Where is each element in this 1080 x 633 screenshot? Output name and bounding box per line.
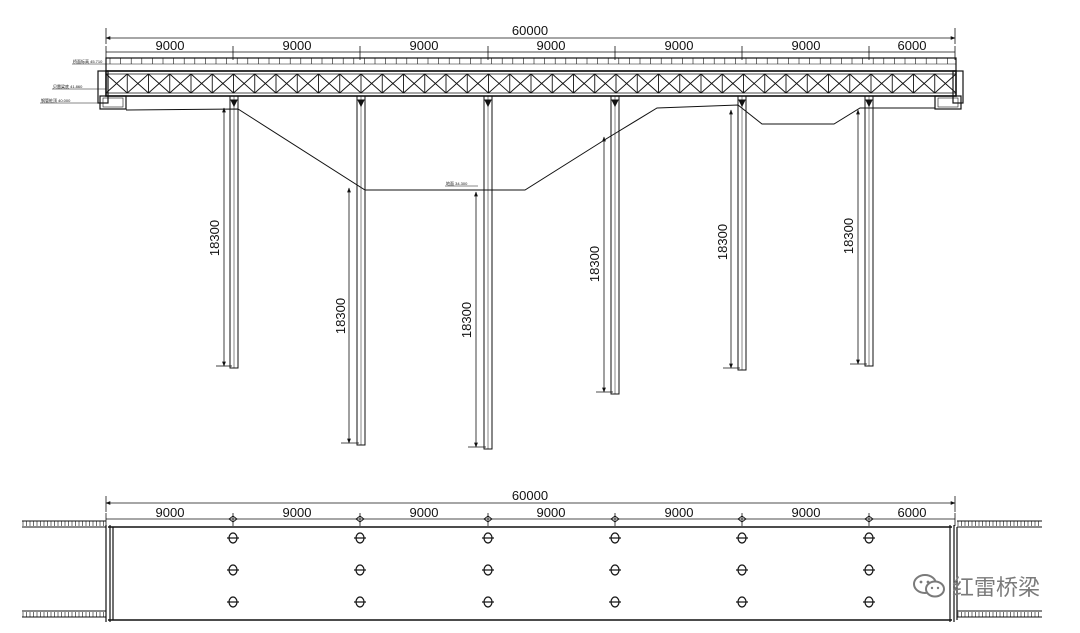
truss-diagonal	[148, 73, 171, 94]
truss-diagonal	[233, 73, 256, 94]
pile-1-length-label: 18300	[207, 220, 222, 256]
truss-diagonal	[658, 73, 681, 94]
truss-diagonal	[211, 73, 234, 94]
pile-6-length-label: 18300	[841, 218, 856, 254]
elevation-span-5-label: 9000	[665, 38, 694, 53]
plan-span-7-label: 6000	[898, 505, 927, 520]
truss-diagonal	[870, 73, 893, 94]
elevation-span-1-label: 9000	[156, 38, 185, 53]
truss-diagonal	[254, 73, 277, 94]
plan-span-5-label: 9000	[665, 505, 694, 520]
plan-span-dimensions: 9000 9000 9000 9000 9000 9000 6000	[105, 505, 956, 526]
pile-3-length-label: 18300	[459, 302, 474, 338]
truss-diagonal	[743, 73, 766, 94]
truss-diagonal	[594, 73, 617, 94]
plan-span-6-label: 9000	[792, 505, 821, 520]
pile-4	[610, 95, 620, 395]
pile-length-dimensions	[216, 107, 867, 448]
truss-diagonal	[764, 73, 787, 94]
level-label-pile-top: 钢管桩顶 40.000	[41, 97, 71, 103]
truss-diagonal	[169, 73, 192, 94]
truss-diagonal	[828, 73, 851, 94]
truss-diagonal	[530, 73, 553, 94]
truss-diagonal	[424, 73, 447, 94]
truss-diagonal	[615, 73, 638, 94]
truss-diagonal	[679, 73, 702, 94]
elevation-span-6-label: 9000	[792, 38, 821, 53]
ground-profile-line	[125, 104, 935, 191]
pile-3	[483, 95, 493, 450]
pile-2-length-label: 18300	[333, 298, 348, 334]
approach-road-left	[22, 520, 106, 618]
plan-deck-outline	[105, 525, 958, 622]
truss-diagonal	[488, 73, 511, 94]
elevation-span-2-label: 9000	[283, 38, 312, 53]
elevation-span-dimensions: 9000 9000 9000 9000 9000 9000 6000	[105, 38, 956, 60]
plan-total-dimension: 60000	[105, 488, 956, 512]
truss-diagonal	[891, 73, 914, 94]
truss-diagonal	[403, 73, 426, 94]
wechat-icon	[912, 574, 945, 598]
truss-diagonal	[509, 73, 532, 94]
plan-span-2-label: 9000	[283, 505, 312, 520]
pile-6	[864, 95, 874, 367]
plan-span-3-label: 9000	[410, 505, 439, 520]
pile-5-length-label: 18300	[715, 224, 730, 260]
plan-total-span-label: 60000	[512, 488, 548, 503]
truss-diagonal	[700, 73, 723, 94]
watermark-text: 红雷桥梁	[951, 576, 1040, 601]
truss-diagonal	[466, 73, 489, 94]
truss-diagonal	[105, 73, 128, 94]
ground-level-annotation: 地面 34.300	[445, 180, 478, 187]
level-annotations: 桥面标高 45.710 贝雷梁底 41.860 钢管桩顶 40.000	[40, 58, 106, 104]
pile-1	[229, 95, 239, 369]
ground-level-label: 地面 34.300	[446, 180, 468, 186]
truss-diagonal	[190, 73, 213, 94]
truss-diagonal	[296, 73, 319, 94]
elevation-total-dimension: 60000	[105, 23, 956, 44]
truss-diagonal	[785, 73, 808, 94]
elevation-view: 60000 9000 9000 9000 9000 9000 9000 6000	[40, 23, 964, 450]
truss-diagonal	[318, 73, 341, 94]
pile-4-length-label: 18300	[587, 246, 602, 282]
truss-diagonal	[913, 73, 936, 94]
plan-span-4-label: 9000	[537, 505, 566, 520]
watermark: 红雷桥梁	[912, 570, 1040, 602]
truss-diagonal	[721, 73, 744, 94]
truss-diagonal	[573, 73, 596, 94]
elevation-span-7-label: 6000	[898, 38, 927, 53]
level-label-beam-bottom: 贝雷梁底 41.860	[53, 83, 83, 89]
steel-piles	[229, 95, 874, 450]
elevation-span-4-label: 9000	[537, 38, 566, 53]
truss-diagonal	[806, 73, 829, 94]
truss-diagonal	[636, 73, 659, 94]
truss-diagonal	[275, 73, 298, 94]
elevation-span-3-label: 9000	[410, 38, 439, 53]
truss-diagonal	[551, 73, 574, 94]
approach-road-right	[957, 520, 1042, 618]
bridge-deck	[105, 57, 957, 72]
plan-span-1-label: 9000	[156, 505, 185, 520]
bailey-truss-beam	[105, 70, 957, 97]
truss-diagonal	[849, 73, 872, 94]
truss-diagonal	[445, 73, 468, 94]
abutments	[97, 70, 964, 110]
truss-diagonal	[360, 73, 383, 94]
level-label-deck: 桥面标高 45.710	[73, 58, 103, 64]
pile-2	[356, 95, 366, 446]
plan-view: 60000 9000 9000 9000 9000 9000 9000 6000	[22, 488, 1042, 622]
truss-diagonal	[339, 73, 362, 94]
plan-pile-positions	[227, 532, 875, 608]
truss-diagonal	[381, 73, 404, 94]
elevation-total-span-label: 60000	[512, 23, 548, 38]
pile-5	[737, 95, 747, 371]
truss-diagonal	[126, 73, 149, 94]
